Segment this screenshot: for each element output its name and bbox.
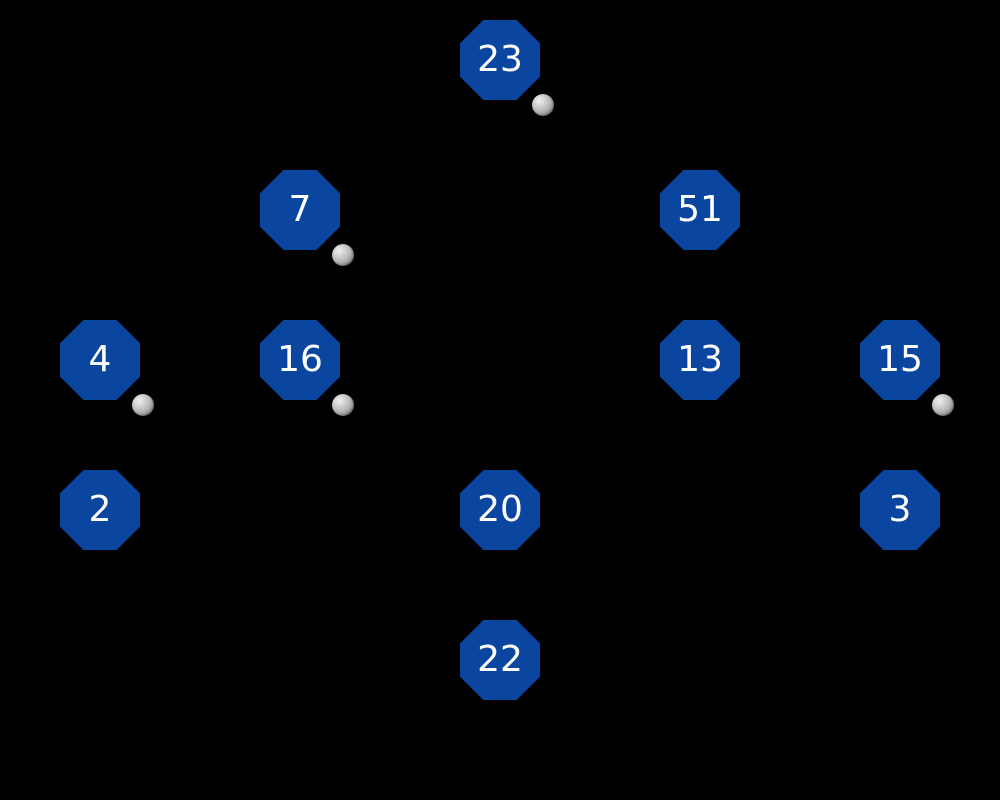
graph-node-13[interactable]: 13 bbox=[660, 320, 740, 400]
octagon-icon bbox=[660, 170, 740, 250]
graph-node-51[interactable]: 51 bbox=[660, 170, 740, 250]
graph-node-label: 20 bbox=[477, 489, 523, 530]
graph-node-20[interactable]: 20 bbox=[460, 470, 540, 550]
graph-node-23[interactable]: 23 bbox=[460, 20, 554, 116]
graph-node-22[interactable]: 22 bbox=[460, 620, 540, 700]
octagon-icon bbox=[460, 20, 540, 100]
octagon-icon bbox=[460, 470, 540, 550]
graph-node-15[interactable]: 15 bbox=[860, 320, 954, 416]
graph-node-3[interactable]: 3 bbox=[860, 470, 940, 550]
octagon-icon bbox=[260, 170, 340, 250]
octagon-icon bbox=[260, 320, 340, 400]
graph-node-label: 3 bbox=[888, 489, 912, 530]
graph-node-label: 15 bbox=[877, 339, 923, 380]
gray-sphere-marker-icon bbox=[332, 244, 354, 266]
graph-node-label: 22 bbox=[477, 639, 523, 680]
gray-sphere-marker-icon bbox=[132, 394, 154, 416]
octagon-icon bbox=[860, 470, 940, 550]
graph-node-label: 7 bbox=[288, 189, 312, 230]
octagon-icon bbox=[60, 320, 140, 400]
gray-sphere-marker-icon bbox=[332, 394, 354, 416]
graph-node-7[interactable]: 7 bbox=[260, 170, 354, 266]
graph-node-label: 16 bbox=[277, 339, 323, 380]
octagon-icon bbox=[860, 320, 940, 400]
graph-node-label: 51 bbox=[677, 189, 723, 230]
gray-sphere-marker-icon bbox=[532, 94, 554, 116]
graph-node-16[interactable]: 16 bbox=[260, 320, 354, 416]
graph-node-label: 2 bbox=[88, 489, 112, 530]
octagon-icon bbox=[660, 320, 740, 400]
octagon-icon bbox=[60, 470, 140, 550]
graph-node-label: 23 bbox=[477, 39, 523, 80]
gray-sphere-marker-icon bbox=[932, 394, 954, 416]
graph-node-label: 13 bbox=[677, 339, 723, 380]
graph-node-2[interactable]: 2 bbox=[60, 470, 140, 550]
graph-node-label: 4 bbox=[88, 339, 112, 380]
octagon-icon bbox=[460, 620, 540, 700]
graph-node-4[interactable]: 4 bbox=[60, 320, 154, 416]
